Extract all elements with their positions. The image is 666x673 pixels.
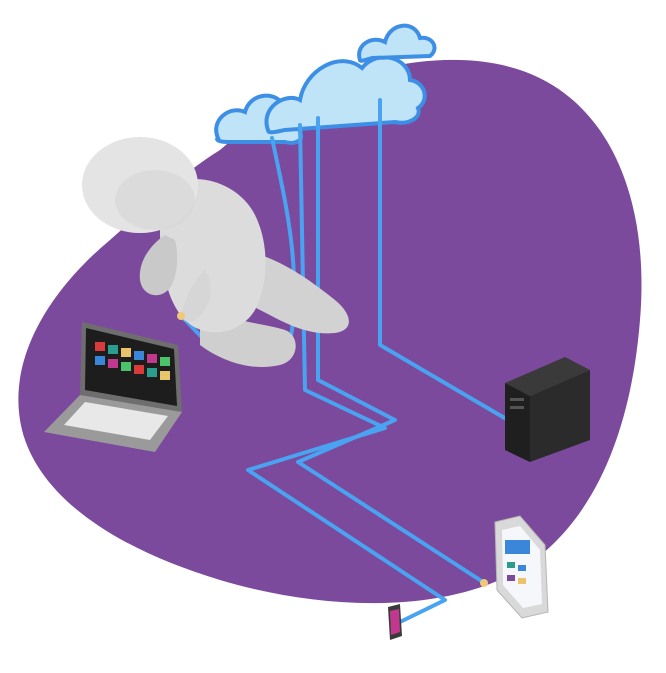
plug-laptop — [177, 312, 185, 320]
tower-top — [505, 357, 590, 396]
tablet-icon — [480, 515, 549, 619]
cable-to-phone — [246, 123, 447, 624]
tablet-screen-header — [505, 540, 530, 554]
tower-drive-bay — [510, 398, 524, 401]
cloud-right — [357, 23, 437, 63]
phone-screen — [390, 609, 400, 635]
cloud-center — [264, 55, 427, 135]
tablet-screen-row-4 — [518, 578, 526, 584]
figure-arm-chin — [139, 235, 178, 296]
tower-side — [530, 370, 590, 462]
cloud-icon — [214, 23, 437, 145]
cable-to-tower — [378, 98, 510, 422]
tablet-screen-row-2 — [518, 565, 526, 571]
desktop-tower-icon — [505, 357, 590, 462]
figure-arm — [181, 270, 211, 322]
tower-front — [505, 383, 530, 462]
tower-drive-bay-2 — [510, 406, 524, 409]
figure-head-shade — [115, 170, 195, 230]
laptop-screen-tiles — [95, 342, 170, 380]
laptop-icon — [44, 322, 182, 452]
smartphone-icon — [388, 604, 402, 640]
person-figure-icon — [82, 137, 349, 368]
tablet-screen-row-1 — [507, 562, 515, 568]
tablet-screen-row-3 — [507, 575, 515, 581]
laptop-keyboard — [64, 402, 168, 440]
plug-tablet — [480, 579, 488, 587]
